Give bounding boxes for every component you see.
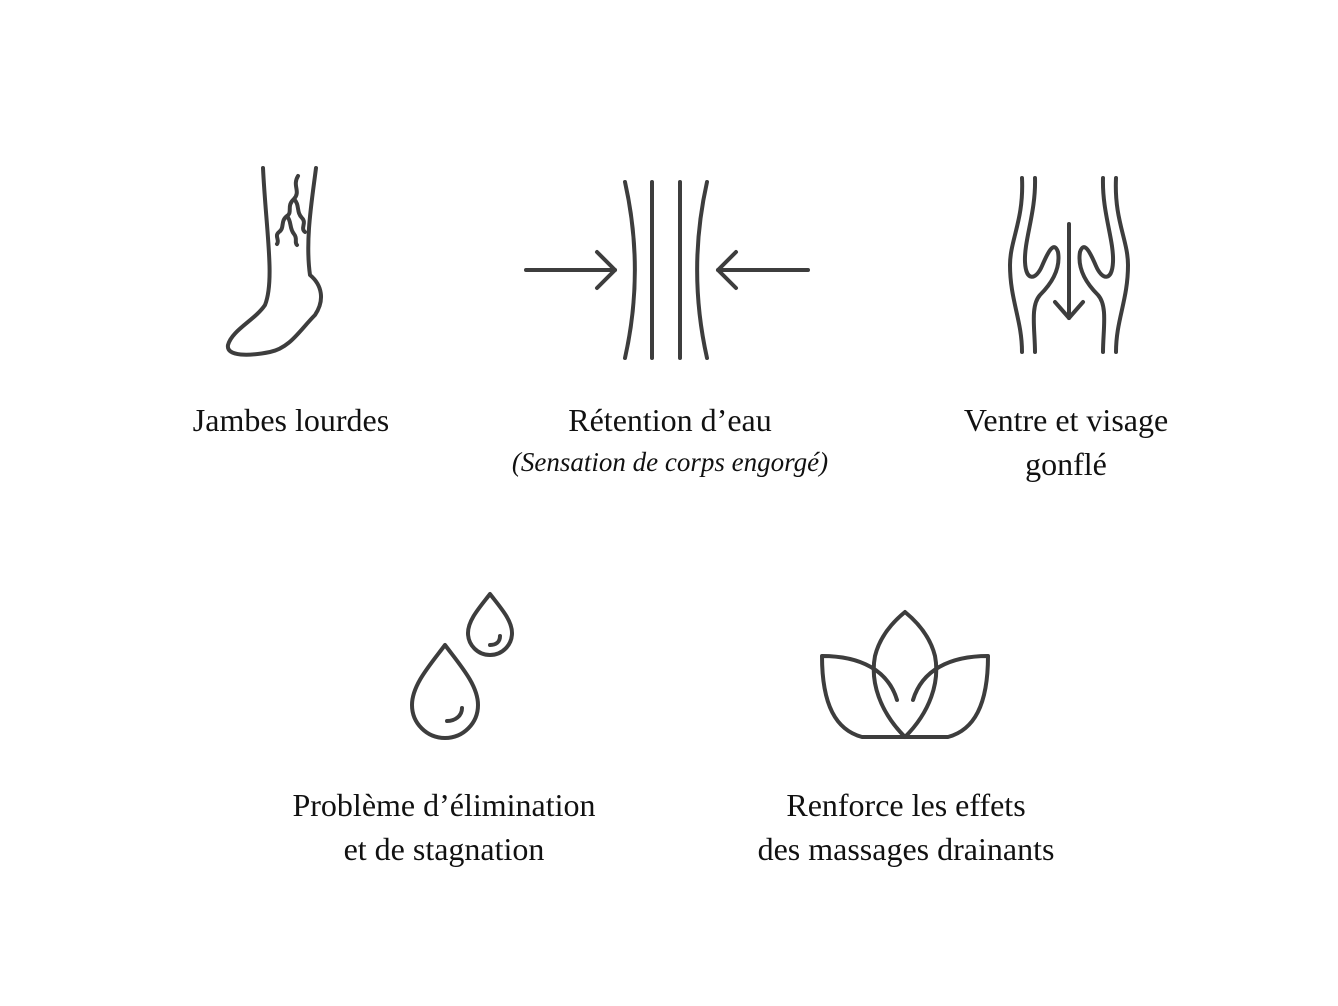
water-drops-icon (410, 592, 514, 740)
label-title-line2: des massages drainants (757, 831, 1055, 867)
label-title: Rétention d’eau (568, 402, 772, 438)
label-massages: Renforce les effets des massages drainan… (676, 783, 1136, 871)
label-title-line2: et de stagnation (343, 831, 545, 867)
label-title: Problème d’élimination (292, 787, 596, 823)
label-title: Renforce les effets (786, 787, 1026, 823)
label-jambes-lourdes: Jambes lourdes (61, 398, 521, 442)
belly-arrow-down-icon (1008, 176, 1130, 354)
label-title: Ventre et visage (963, 402, 1169, 438)
label-retention-eau: Rétention d’eau (Sensation de corps engo… (440, 398, 900, 482)
lotus-icon (820, 610, 990, 739)
label-elimination: Problème d’élimination et de stagnation (214, 783, 674, 871)
compression-arrows-icon (524, 180, 810, 360)
label-subtitle: (Sensation de corps engorgé) (511, 447, 829, 477)
leg-veins-icon (226, 166, 323, 357)
label-ventre-visage: Ventre et visage gonflé (836, 398, 1296, 486)
label-title-line2: gonflé (1025, 446, 1107, 482)
label-title: Jambes lourdes (192, 402, 390, 438)
